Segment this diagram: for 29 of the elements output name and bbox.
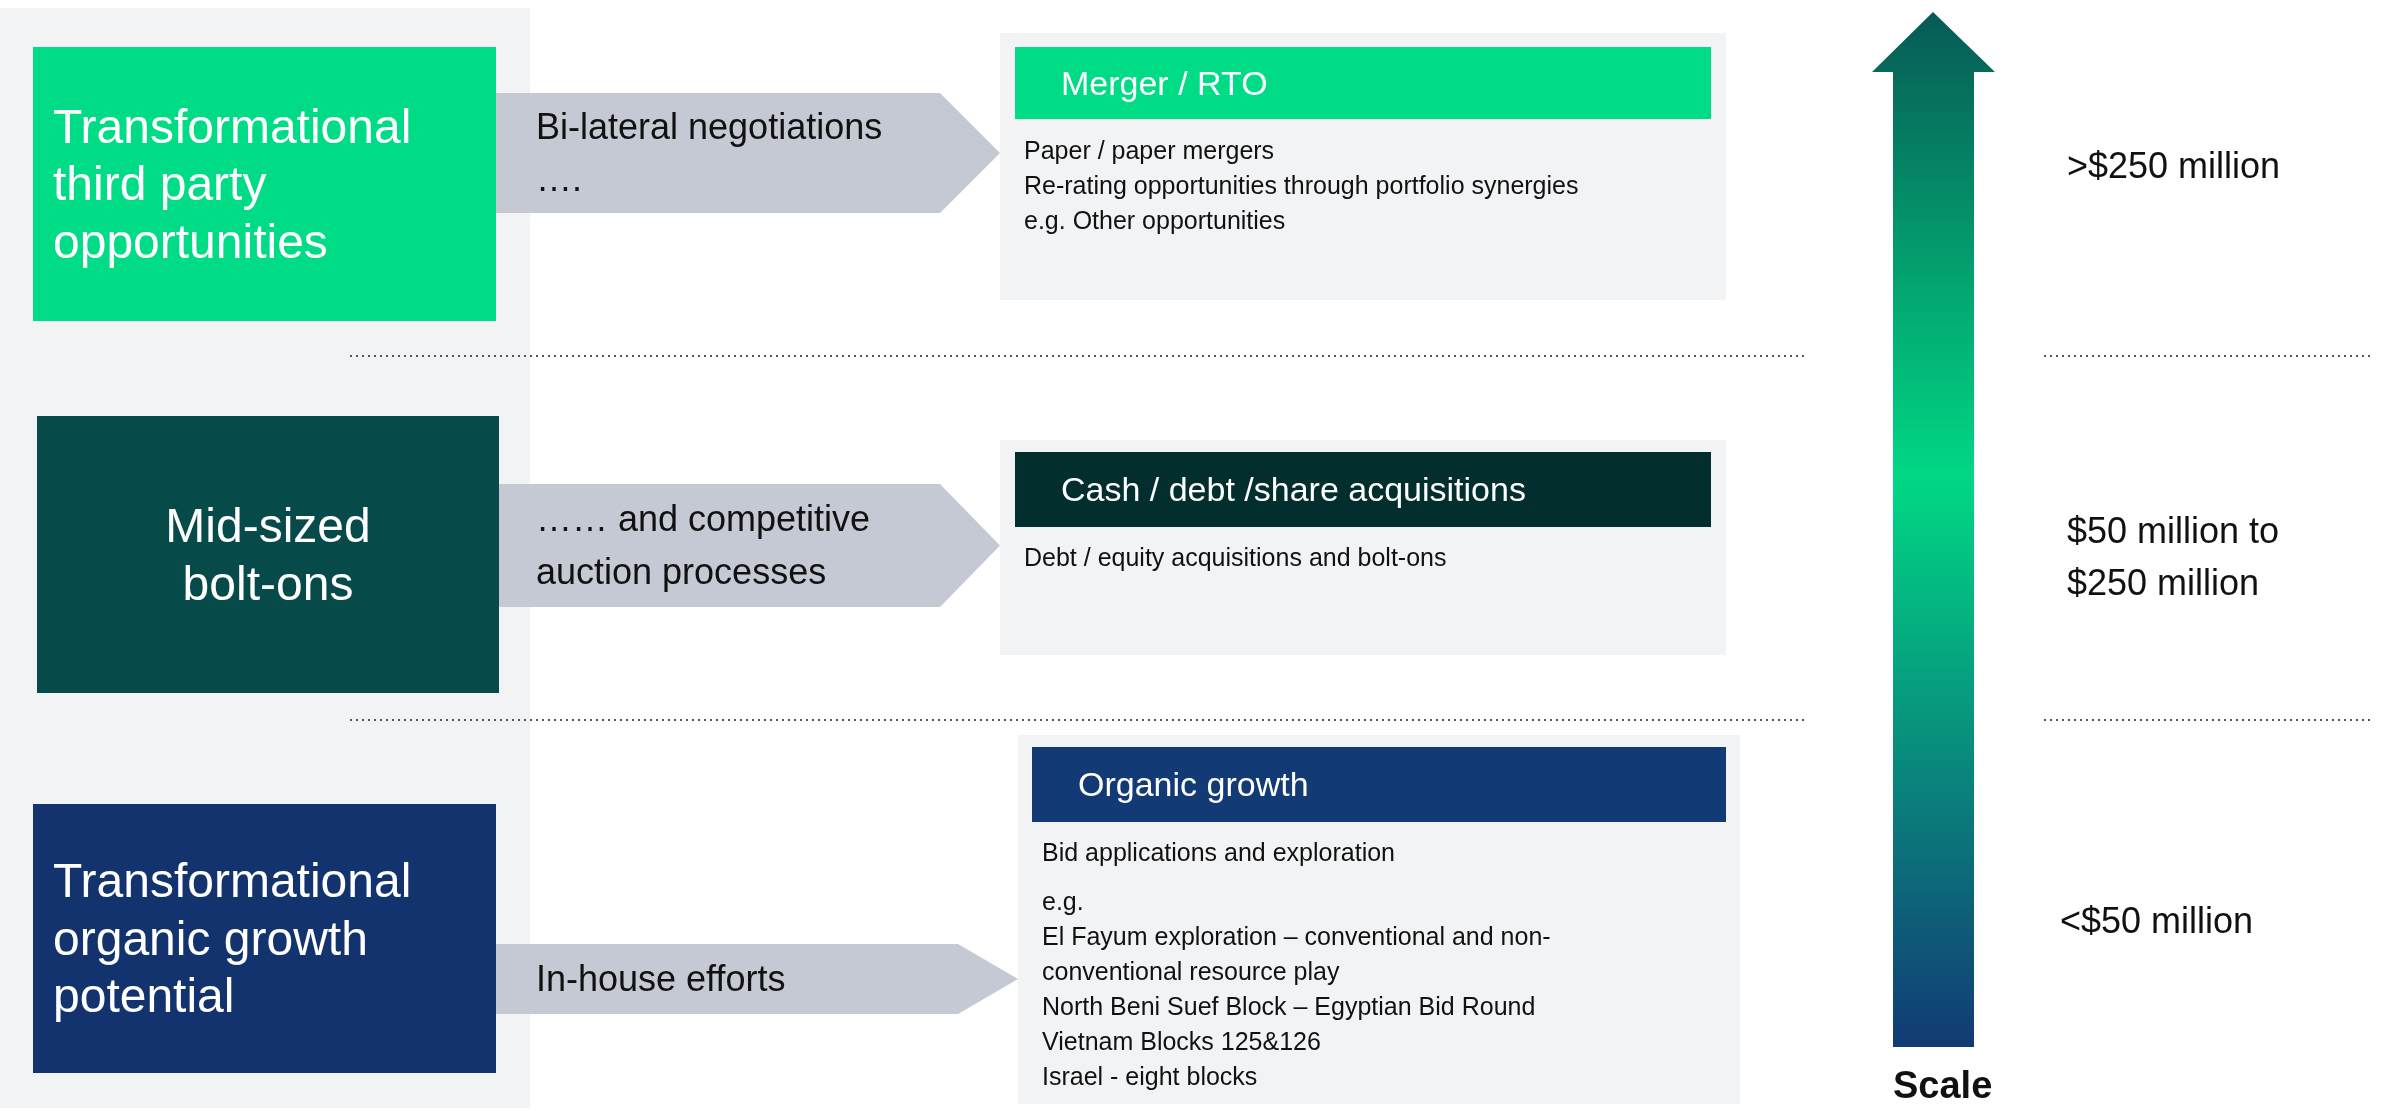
chevron-arrow <box>496 944 1018 1014</box>
category-box: Transformational organic growth potential <box>33 804 496 1073</box>
panel-header: Cash / debt /share acquisitions <box>1015 452 1711 527</box>
scale-label: >$250 million <box>2067 145 2281 186</box>
panel-text: Israel - eight blocks <box>1042 1061 1259 1092</box>
scale-label: $50 million to $250 million <box>2067 510 2280 604</box>
scale-title: Scale <box>1893 1064 1993 1106</box>
panel-text: Vietnam Blocks 125&126 <box>1042 1026 1322 1057</box>
panel-header: Organic growth <box>1032 747 1726 822</box>
scale-label: <$50 million <box>2060 900 2254 941</box>
detail-panel <box>1000 33 1726 300</box>
panel-header: Merger / RTO <box>1015 47 1711 119</box>
edge-label: Bi-lateral negotiations …. <box>536 104 884 201</box>
panel-text: Paper / paper mergers <box>1024 135 1276 166</box>
edge-label: …… and competitive auction processes <box>536 497 872 594</box>
panel-text: Re-rating opportunities through portfolio synergies <box>1024 170 1580 201</box>
panel-text: Debt / equity acquisitions and bolt-ons <box>1024 542 1448 573</box>
panel-text: El Fayum exploration – conventional and non-conventional resource play <box>1042 921 1552 987</box>
chevron-arrow <box>496 93 1000 213</box>
panel-text: e.g. <box>1042 886 1085 917</box>
edge-label: In-house efforts <box>536 956 786 1001</box>
category-box: Transformational third party opportunities <box>33 47 496 321</box>
chevron-arrow <box>499 484 1000 607</box>
category-box: Mid-sized bolt-ons <box>37 416 499 693</box>
panel-text: North Beni Suef Block – Egyptian Bid Round <box>1042 991 1537 1022</box>
detail-panel <box>1018 735 1740 1104</box>
panel-text: e.g. Other opportunities <box>1024 205 1287 236</box>
panel-text: Bid applications and exploration <box>1042 837 1396 868</box>
detail-panel <box>1000 440 1726 655</box>
